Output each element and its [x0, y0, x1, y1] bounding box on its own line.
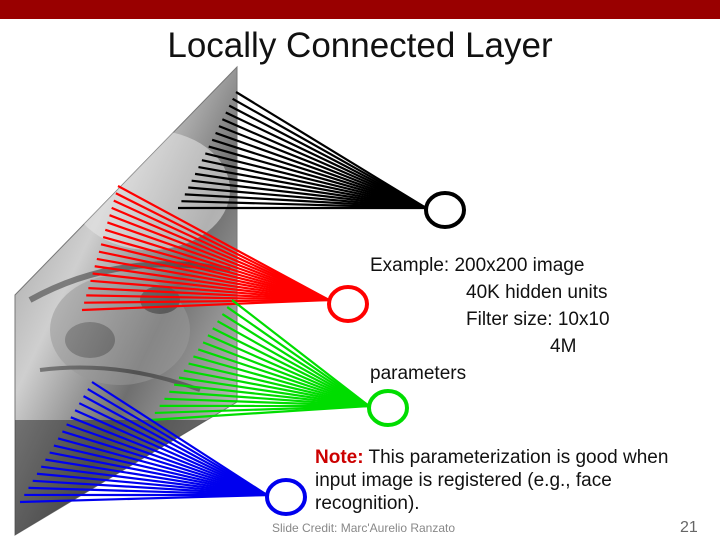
connection-line-unit-1: [235, 91, 427, 209]
example-text: Example: 200x200 image 40K hidden units …: [370, 252, 670, 387]
connection-line-unit-3: [188, 362, 370, 408]
connection-lines: [19, 91, 427, 504]
connection-line-unit-3: [221, 313, 370, 407]
hidden-unit-2: [327, 285, 369, 323]
connection-line-unit-1: [215, 131, 427, 210]
slide-credit: Slide Credit: Marc'Aurelio Ranzato: [272, 521, 456, 535]
note-label: Note:: [315, 447, 364, 468]
connection-line-unit-4: [70, 416, 268, 497]
connection-line-unit-3: [231, 299, 370, 407]
connection-line-unit-4: [78, 402, 268, 496]
connection-line-unit-3: [197, 348, 370, 408]
connection-line-unit-1: [188, 186, 427, 210]
connection-line-unit-3: [149, 404, 370, 422]
connection-line-unit-2: [94, 265, 330, 302]
connection-line-unit-2: [92, 272, 330, 302]
slide-title: Locally Connected Layer: [167, 26, 553, 65]
note-body: This parameterization is good when input…: [315, 447, 669, 514]
hidden-unit-3: [367, 389, 409, 427]
connection-line-unit-4: [74, 409, 268, 497]
connection-line-unit-3: [202, 341, 370, 408]
connection-line-unit-4: [83, 395, 268, 496]
connection-line-unit-4: [36, 472, 268, 497]
connection-line-unit-1: [198, 165, 427, 210]
connection-line-unit-3: [164, 397, 370, 408]
example-line-1: Example: 200x200 image: [370, 255, 585, 276]
header-bar: [0, 0, 720, 19]
connection-line-unit-4: [87, 388, 268, 496]
connection-line-unit-4: [19, 493, 268, 504]
connection-line-unit-1: [211, 138, 427, 210]
connection-line-unit-1: [184, 193, 427, 210]
example-line-5: parameters: [370, 363, 467, 384]
connection-line-unit-2: [115, 192, 330, 301]
connection-line-unit-3: [183, 369, 370, 408]
connection-line-unit-2: [104, 228, 330, 302]
connection-line-unit-1: [201, 159, 427, 210]
connection-line-unit-3: [207, 334, 370, 408]
example-line-3: Filter size: 10x10: [466, 309, 610, 330]
connection-line-unit-1: [225, 111, 427, 209]
connection-line-unit-4: [53, 444, 268, 497]
connection-line-unit-4: [32, 479, 268, 497]
connection-line-unit-3: [173, 383, 370, 408]
connection-line-unit-3: [193, 355, 370, 408]
connection-line-unit-2: [117, 185, 330, 301]
connection-line-unit-1: [228, 104, 427, 209]
connection-line-unit-4: [28, 486, 268, 497]
connection-line-unit-1: [208, 145, 427, 210]
connection-line-unit-2: [81, 298, 330, 312]
connection-line-unit-1: [221, 118, 427, 210]
example-line-4: 4M: [550, 336, 577, 357]
connection-line-unit-2: [113, 199, 330, 301]
connection-line-unit-2: [107, 221, 330, 302]
connection-line-unit-2: [109, 214, 330, 302]
connection-line-unit-3: [216, 320, 370, 407]
connection-line-unit-2: [102, 235, 330, 302]
connection-line-unit-1: [232, 97, 427, 209]
example-line-2: 40K hidden units: [466, 282, 608, 303]
connection-line-unit-3: [226, 306, 370, 407]
connection-line-unit-1: [181, 200, 427, 210]
connection-line-unit-4: [57, 437, 268, 497]
connection-line-unit-2: [86, 294, 330, 302]
connection-line-unit-2: [98, 250, 330, 302]
connection-line-unit-1: [191, 179, 427, 210]
connection-line-unit-2: [90, 279, 330, 302]
connection-line-unit-1: [218, 125, 427, 210]
connection-line-unit-1: [205, 152, 427, 210]
connection-line-unit-3: [169, 390, 370, 408]
connection-line-unit-4: [45, 458, 268, 497]
connection-line-unit-3: [212, 327, 370, 407]
hidden-unit-1: [424, 191, 466, 229]
page-number: 21: [680, 519, 698, 536]
connection-line-unit-2: [88, 287, 330, 302]
connection-line-unit-3: [154, 404, 370, 415]
connection-line-unit-1: [194, 172, 427, 210]
connection-line-unit-2: [84, 298, 330, 304]
connection-line-unit-4: [66, 423, 268, 497]
connection-line-unit-3: [178, 376, 370, 408]
connection-line-unit-4: [41, 465, 268, 497]
connection-line-unit-2: [96, 257, 330, 302]
connection-line-unit-2: [100, 243, 330, 302]
connection-line-unit-4: [62, 430, 268, 497]
connection-line-unit-4: [49, 451, 268, 497]
connection-line-unit-2: [111, 206, 330, 302]
connection-line-unit-4: [91, 381, 268, 496]
hidden-unit-4: [265, 478, 307, 516]
note-text: Note: This parameterization is good when…: [315, 446, 695, 515]
